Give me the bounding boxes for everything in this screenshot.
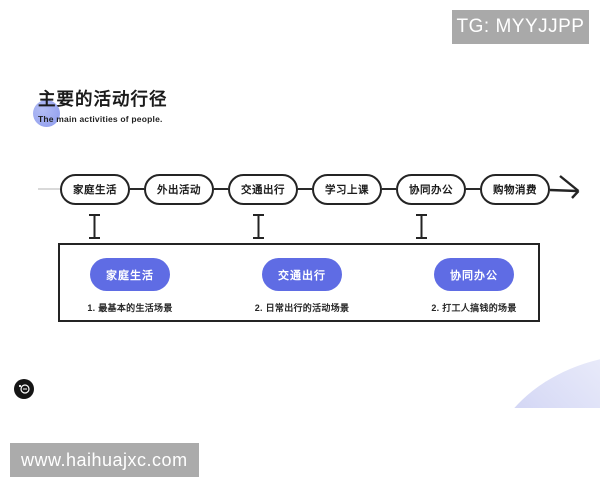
title-block: 主要的活动行径 The main activities of people. (33, 86, 168, 127)
flow-lead-line (38, 188, 60, 190)
highlight-pill: 交通出行 (262, 258, 342, 291)
flow-step-going-out: 外出活动 (144, 173, 214, 205)
highlight-description: 1. 最基本的生活场景 (87, 303, 173, 313)
flow-step-shopping: 购物消费 (480, 173, 550, 205)
highlight-description: 2. 打工人搞钱的场景 (431, 303, 517, 313)
corner-ellipse-decoration (486, 354, 600, 408)
activity-flow: 家庭生活 外出活动 交通出行 学习上课 协同办公 购物消费 (38, 172, 588, 206)
flow-step-cowork: 协同办公 (396, 173, 466, 205)
flow-connector (298, 187, 312, 191)
flow-connector (130, 187, 144, 191)
i-beam-connector-icon (416, 214, 427, 239)
flow-connector (214, 187, 228, 191)
highlight-pill: 家庭生活 (90, 258, 170, 291)
flow-connector (382, 187, 396, 191)
flow-step-study: 学习上课 (312, 173, 382, 205)
flow-step-transport: 交通出行 (228, 173, 298, 205)
arrow-right-icon (550, 175, 580, 199)
highlight-item-transport: 交通出行 2. 日常出行的活动场景 (255, 258, 349, 313)
logo-badge-icon (14, 379, 34, 399)
highlight-item-home-life: 家庭生活 1. 最基本的生活场景 (87, 258, 172, 313)
flow-connector (466, 187, 480, 191)
watermark-bottom-left: www.haihuajxc.com (10, 443, 199, 477)
flow-step-home-life: 家庭生活 (60, 173, 130, 205)
page-title: 主要的活动行径 (38, 89, 168, 109)
i-beam-connector-icon (253, 214, 264, 239)
title-accent-dot (33, 100, 60, 127)
page-subtitle: The main activities of people. (38, 114, 163, 124)
highlight-box: 家庭生活 1. 最基本的生活场景 交通出行 2. 日常出行的活动场景 协同办公 … (58, 243, 540, 322)
highlight-description: 2. 日常出行的活动场景 (254, 303, 350, 313)
watermark-top-right: TG: MYYJJPP (452, 10, 589, 44)
highlight-item-cowork: 协同办公 2. 打工人搞钱的场景 (431, 258, 516, 313)
highlight-pill: 协同办公 (434, 258, 514, 291)
i-beam-connector-icon (89, 214, 100, 239)
